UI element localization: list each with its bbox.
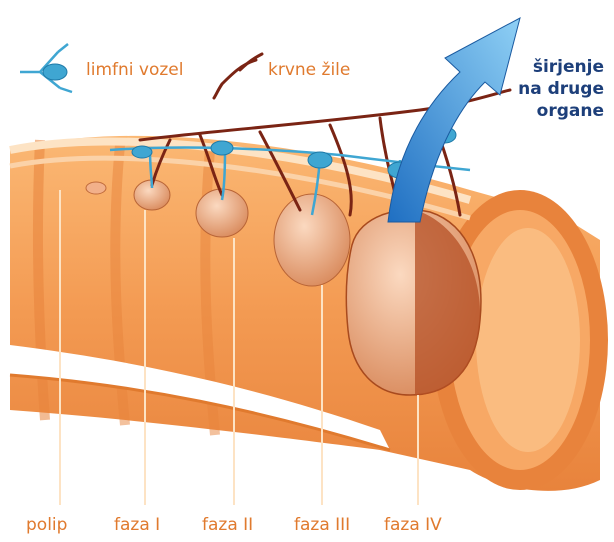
tumor-faza-iv bbox=[346, 210, 481, 395]
stage-label-polip: polip bbox=[26, 515, 67, 535]
spread-label: širjenje na druge organe bbox=[518, 56, 604, 122]
stage-label-faza-iii: faza III bbox=[294, 515, 350, 535]
tumor-polip bbox=[86, 182, 106, 194]
blood-vessel-legend-label: krvne žile bbox=[268, 60, 350, 80]
stage-label-faza-iv: faza IV bbox=[384, 515, 442, 535]
stage-label-faza-i: faza I bbox=[114, 515, 160, 535]
spread-label-line-2: na druge bbox=[518, 78, 604, 100]
lymph-node-legend-icon bbox=[20, 44, 72, 92]
spread-label-line-1: širjenje bbox=[518, 56, 604, 78]
spread-label-line-3: organe bbox=[518, 100, 604, 122]
tumor-faza-iii bbox=[274, 194, 350, 286]
blood-vessel-legend-icon bbox=[214, 54, 262, 98]
lymph-node-legend-label: limfni vozel bbox=[86, 60, 183, 80]
stage-label-faza-ii: faza II bbox=[202, 515, 253, 535]
